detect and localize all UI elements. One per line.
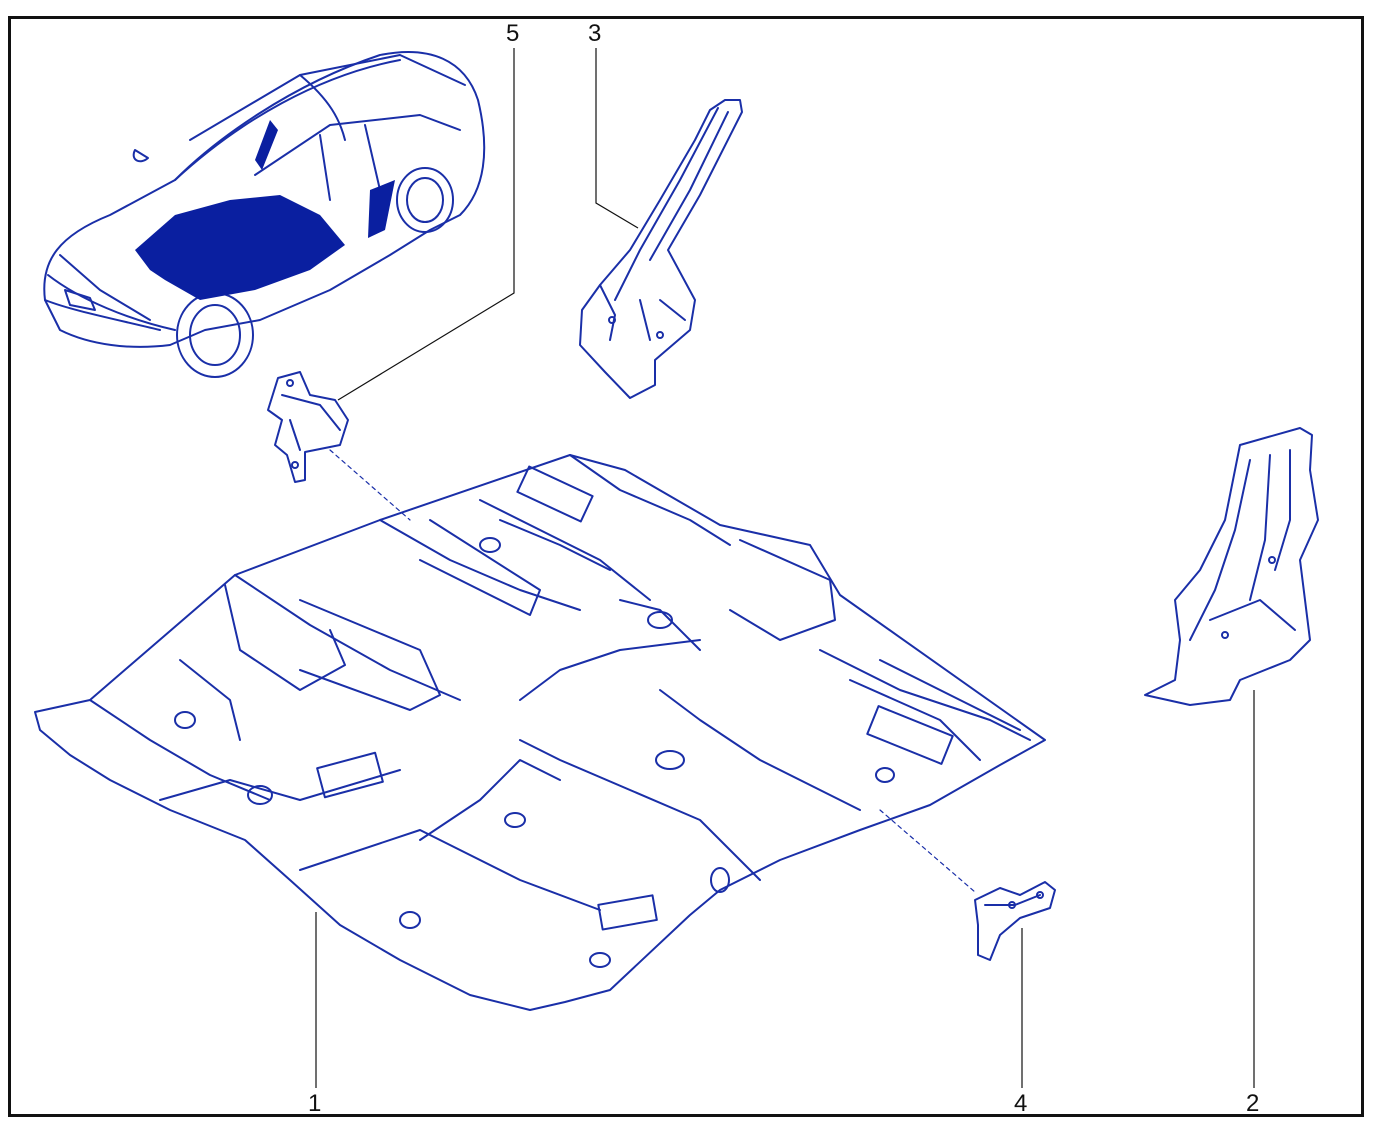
floor-panel-part xyxy=(34,454,1046,1011)
diagram-frame xyxy=(8,16,1364,1117)
alignment-line-rear xyxy=(879,809,976,893)
leader-line-3 xyxy=(595,48,639,229)
right-pillar-reinforcement-part xyxy=(1144,427,1319,706)
callout-4: 4 xyxy=(1014,1090,1028,1117)
alignment-line-front xyxy=(329,449,411,521)
callout-leaders xyxy=(315,48,1255,1088)
leader-line-5 xyxy=(337,48,515,401)
rear-bracket-part xyxy=(974,881,1056,961)
callout-5: 5 xyxy=(506,20,520,47)
callout-1: 1 xyxy=(308,1090,322,1117)
front-bracket-part xyxy=(267,371,349,483)
callout-2: 2 xyxy=(1246,1090,1260,1117)
callout-3: 3 xyxy=(588,20,602,47)
left-pillar-reinforcement-part xyxy=(579,99,743,399)
car-overview-illustration xyxy=(43,51,486,378)
